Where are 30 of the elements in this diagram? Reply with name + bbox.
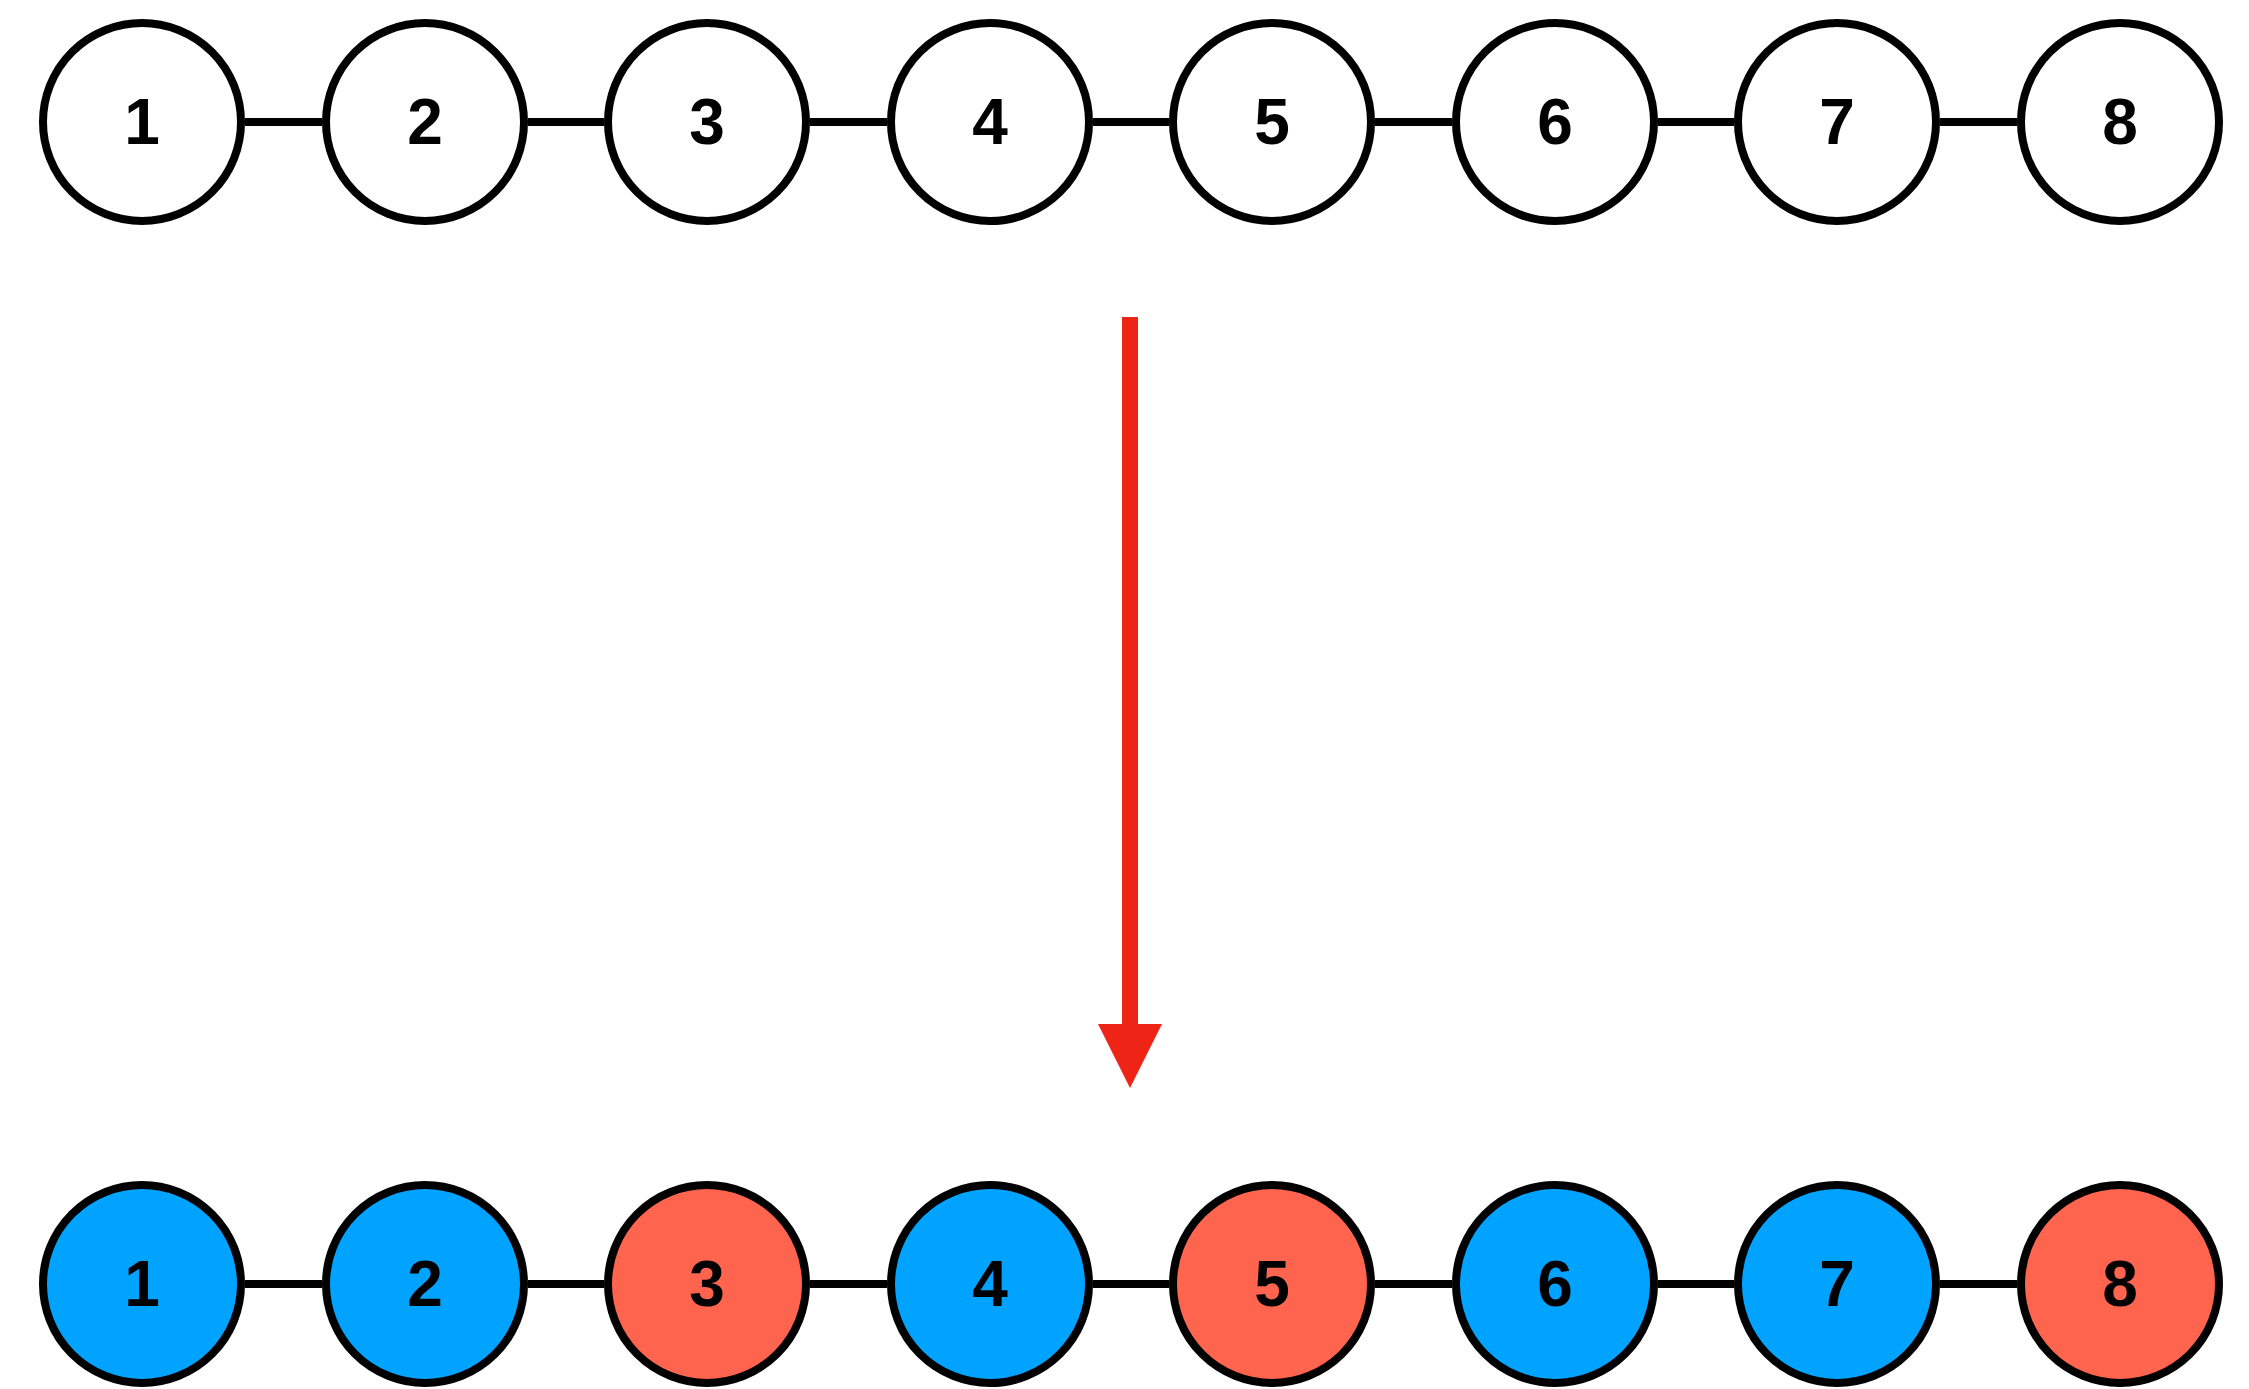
connector-line — [810, 1280, 887, 1288]
node-number: 3 — [689, 1252, 725, 1316]
node-number: 8 — [2102, 90, 2138, 154]
connector-line — [245, 1280, 322, 1288]
node-number: 8 — [2102, 1252, 2138, 1316]
node-number: 1 — [124, 90, 160, 154]
connector-line — [1375, 118, 1452, 126]
connector-line — [528, 118, 604, 126]
connector-line — [1093, 118, 1169, 126]
node-number: 6 — [1537, 90, 1573, 154]
node-number: 2 — [407, 90, 443, 154]
connector-line — [245, 118, 322, 126]
node-number: 7 — [1819, 1252, 1855, 1316]
node-number: 2 — [407, 1252, 443, 1316]
node-number: 6 — [1537, 1252, 1573, 1316]
node-number: 4 — [972, 90, 1008, 154]
connector-line — [1375, 1280, 1452, 1288]
node-number: 4 — [972, 1252, 1008, 1316]
connector-line — [810, 118, 887, 126]
node-number: 1 — [124, 1252, 160, 1316]
connector-line — [1093, 1280, 1169, 1288]
connector-line — [1940, 1280, 2017, 1288]
node-number: 3 — [689, 90, 725, 154]
connector-line — [1658, 118, 1734, 126]
connector-line — [528, 1280, 604, 1288]
node-number: 7 — [1819, 90, 1855, 154]
node-number: 5 — [1254, 90, 1290, 154]
node-number: 5 — [1254, 1252, 1290, 1316]
connector-line — [1940, 118, 2017, 126]
connector-line — [1658, 1280, 1734, 1288]
